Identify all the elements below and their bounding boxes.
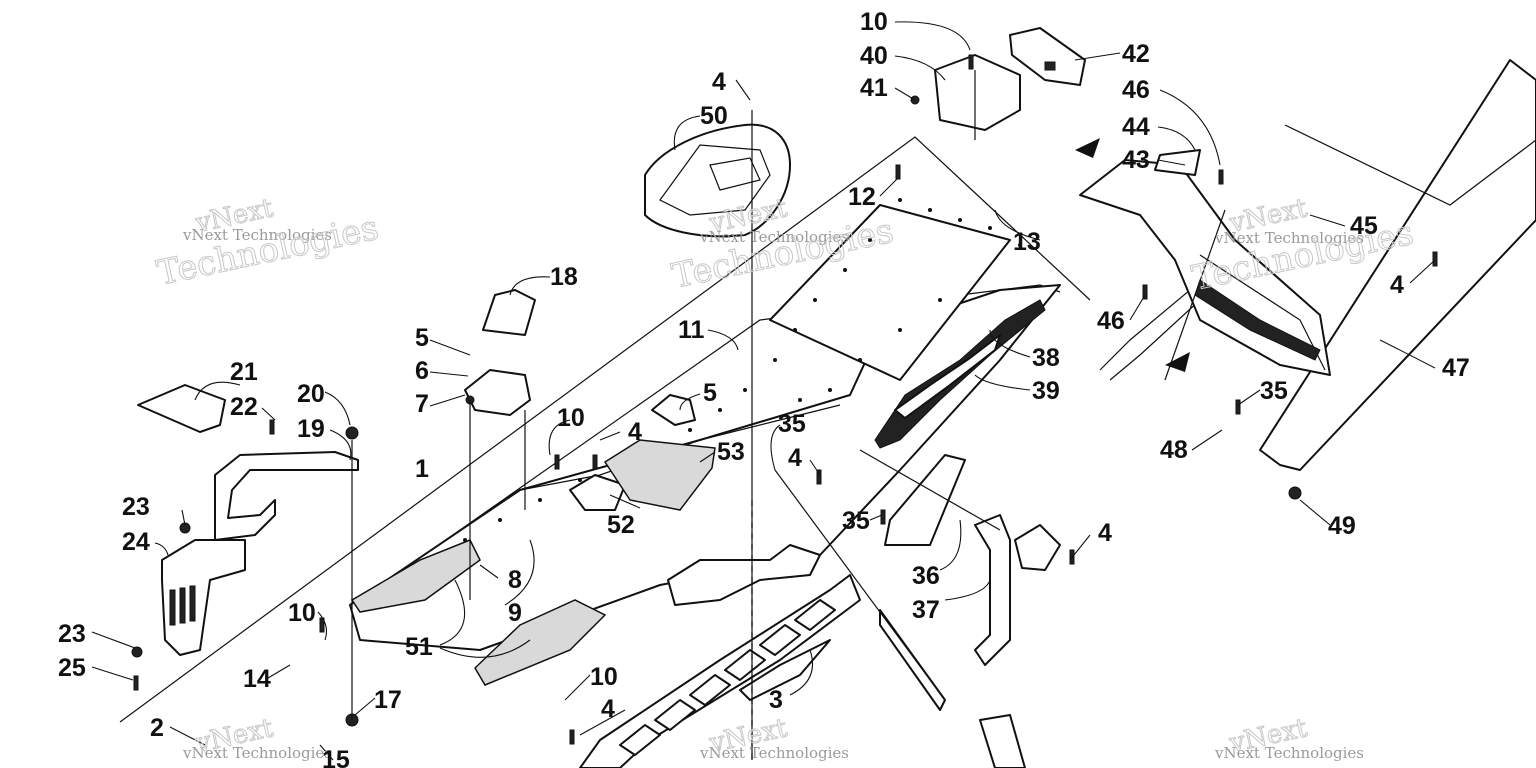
watermark-text: vNext Technologies bbox=[699, 228, 849, 246]
watermark-text: vNext Technologies bbox=[1214, 229, 1364, 247]
callout-label[interactable]: 45 bbox=[1350, 212, 1378, 240]
callout-label[interactable]: 13 bbox=[1013, 228, 1041, 256]
callout-label[interactable]: 36 bbox=[912, 562, 940, 590]
callout-label[interactable]: 9 bbox=[508, 599, 522, 627]
callout-label[interactable]: 42 bbox=[1122, 40, 1150, 68]
callout-label[interactable]: 48 bbox=[1160, 436, 1188, 464]
callout-label[interactable]: 12 bbox=[848, 183, 876, 211]
callout-label[interactable]: 5 bbox=[415, 324, 429, 352]
callout-label[interactable]: 49 bbox=[1328, 512, 1356, 540]
watermark-text: vNext Technologies bbox=[182, 226, 332, 244]
callout-label[interactable]: 8 bbox=[508, 566, 522, 594]
fasteners bbox=[131, 54, 1438, 745]
callout-label[interactable]: 15 bbox=[322, 746, 350, 768]
callout-label[interactable]: 38 bbox=[1032, 344, 1060, 372]
small-trim-parts bbox=[464, 289, 696, 511]
callout-label[interactable]: 23 bbox=[122, 493, 150, 521]
callout-label[interactable]: 40 bbox=[860, 42, 888, 70]
callout-label[interactable]: 4 bbox=[788, 444, 802, 472]
callout-label[interactable]: 52 bbox=[607, 511, 635, 539]
callout-label[interactable]: 37 bbox=[912, 596, 940, 624]
callout-label[interactable]: 10 bbox=[557, 404, 585, 432]
callout-label[interactable]: 20 bbox=[297, 380, 325, 408]
watermark-text: vNext Technologies bbox=[1214, 744, 1364, 762]
callout-label[interactable]: 22 bbox=[230, 393, 258, 421]
callout-label[interactable]: 46 bbox=[1097, 307, 1125, 335]
foot-guard-parts bbox=[137, 384, 359, 656]
callout-label[interactable]: 2 bbox=[150, 714, 164, 742]
callout-label[interactable]: 4 bbox=[1098, 519, 1112, 547]
callout-label[interactable]: 35 bbox=[842, 507, 870, 535]
leader-lines bbox=[91, 21, 1436, 761]
callout-label[interactable]: 25 bbox=[58, 654, 86, 682]
callout-label[interactable]: 44 bbox=[1122, 113, 1150, 141]
direction-arrows bbox=[1075, 138, 1190, 372]
callout-label[interactable]: 46 bbox=[1122, 76, 1150, 104]
callout-label[interactable]: 1 bbox=[415, 455, 429, 483]
callout-label[interactable]: 35 bbox=[1260, 377, 1288, 405]
callout-label[interactable]: 11 bbox=[678, 316, 705, 344]
callout-label[interactable]: 47 bbox=[1442, 354, 1470, 382]
callout-label[interactable]: 23 bbox=[58, 620, 86, 648]
callout-label[interactable]: 18 bbox=[550, 263, 578, 291]
callout-label[interactable]: 4 bbox=[1390, 271, 1404, 299]
callout-label[interactable]: 24 bbox=[122, 528, 150, 556]
callout-label[interactable]: 19 bbox=[297, 415, 325, 443]
callout-label[interactable]: 17 bbox=[374, 686, 402, 714]
callout-label[interactable]: 41 bbox=[860, 74, 888, 102]
traction-mats bbox=[350, 439, 716, 686]
callout-label[interactable]: 5 bbox=[703, 379, 717, 407]
callout-label[interactable]: 51 bbox=[405, 633, 433, 661]
tunnel-side-rail bbox=[579, 544, 861, 768]
callout-label[interactable]: 21 bbox=[230, 358, 258, 386]
callout-labels: 10 40 41 42 46 44 43 4 50 12 13 45 4 46 … bbox=[58, 8, 1470, 768]
reflector-mount-parts bbox=[934, 27, 1086, 131]
callout-label[interactable]: 7 bbox=[415, 390, 429, 418]
callout-label[interactable]: 10 bbox=[288, 599, 316, 627]
callout-label[interactable]: 35 bbox=[778, 410, 806, 438]
callout-label[interactable]: 4 bbox=[712, 68, 726, 96]
callout-label[interactable]: 43 bbox=[1122, 146, 1150, 174]
seat-cushion-part-50 bbox=[644, 123, 791, 238]
callout-label[interactable]: 3 bbox=[769, 686, 783, 714]
callout-label[interactable]: 10 bbox=[590, 663, 618, 691]
callout-label[interactable]: 4 bbox=[628, 418, 642, 446]
callout-label[interactable]: 4 bbox=[601, 695, 615, 723]
watermark-text: vNext Technologies bbox=[699, 744, 849, 762]
callout-label[interactable]: 50 bbox=[700, 102, 728, 130]
callout-label[interactable]: 14 bbox=[243, 665, 271, 693]
assembly-lines bbox=[351, 70, 1226, 760]
callout-label[interactable]: 6 bbox=[415, 357, 429, 385]
callout-label[interactable]: 10 bbox=[860, 8, 888, 36]
watermark-text: vNext Technologies bbox=[182, 744, 332, 762]
callout-label[interactable]: 53 bbox=[717, 438, 745, 466]
callout-label[interactable]: 39 bbox=[1032, 377, 1060, 405]
